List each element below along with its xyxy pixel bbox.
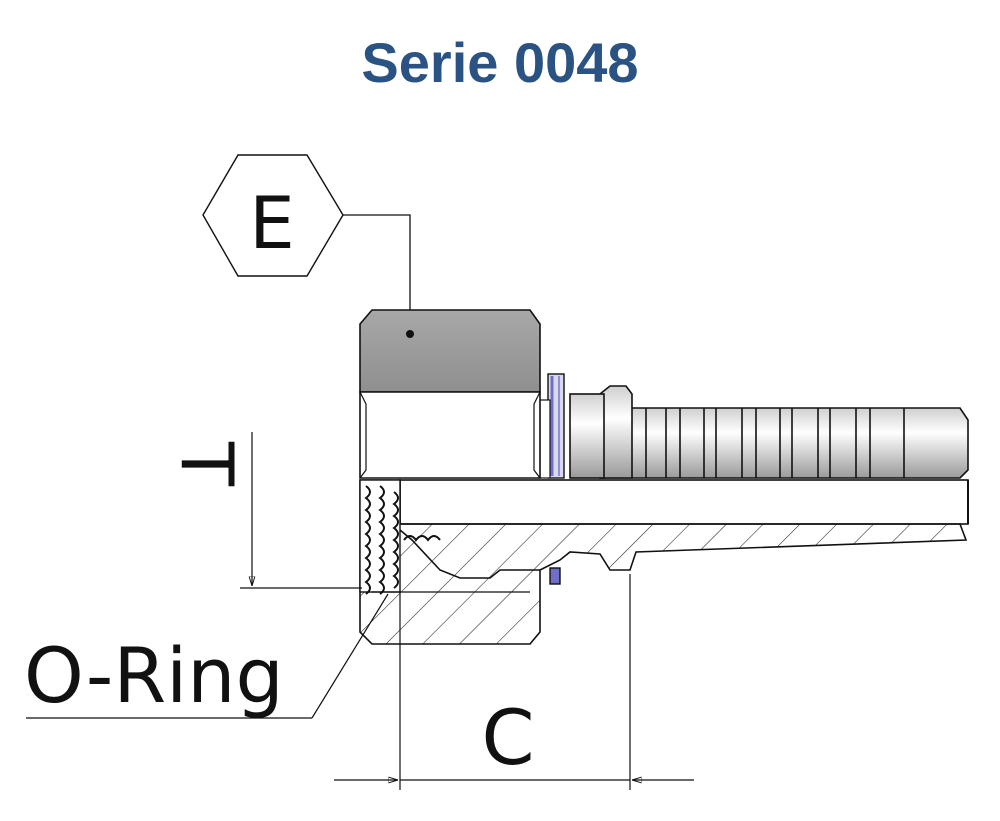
length-label: C [481,693,534,782]
leader-dot [406,330,414,338]
section-view [359,479,968,645]
bore [399,479,969,525]
oring-callout: O-Ring [24,593,389,720]
thread-label: T [165,441,249,487]
swivel-nut [359,309,541,479]
oring-label: O-Ring [24,631,284,720]
hex-callout: E [202,154,411,334]
hose-tail [569,385,969,479]
length-dimension: C [334,574,694,790]
hex-size-label: E [249,181,295,265]
page-title: Serie 0048 [361,31,638,94]
o-ring-washer [537,373,565,479]
hex-leader-line [343,214,411,334]
thread-dimension: T [165,432,362,589]
